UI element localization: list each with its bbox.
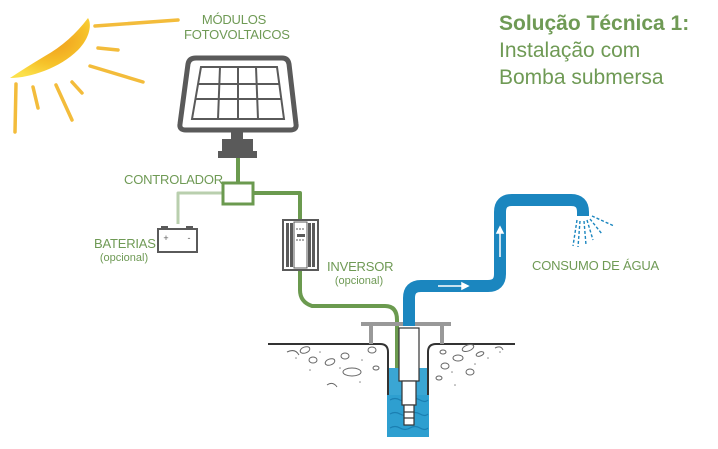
solar-panel-icon [177,55,299,158]
inverter-label: INVERSOR (opcional) [327,259,394,288]
inverter-note: (opcional) [334,274,384,287]
controller-label: CONTROLADOR [124,172,223,187]
page-title: Solução Técnica 1: Instalação com Bomba … [499,10,689,91]
submersible-pump-icon [398,327,420,426]
inverter-icon [282,219,319,271]
title-line-2: Instalação com [499,39,641,62]
wiring [176,158,399,385]
title-line-1: Solução Técnica 1: [499,12,690,35]
modules-label-line1: MÓDULOS [201,12,267,27]
flow-arrows [438,225,505,291]
battery-plus: + [163,233,168,243]
title-line-3: Bomba submersa [499,66,664,89]
water-consumption-label: CONSUMO DE ÁGUA [532,258,660,273]
batteries-label: BATERIAS (opcional) [94,236,156,265]
sun-icon [10,18,180,134]
batteries-label-text: BATERIAS [94,236,156,251]
modules-label-line2: FOTOVOLTAICOS [184,26,290,42]
water-spray-icon [572,215,615,248]
batteries-note: (opcional) [99,251,149,264]
controller-box [221,181,255,206]
battery-icon: + - [157,226,198,253]
ground [268,343,515,395]
inverter-label-text: INVERSOR [327,259,394,274]
modules-label: MÓDULOS FOTOVOLTAICOS [184,12,290,43]
battery-minus: - [188,233,191,243]
